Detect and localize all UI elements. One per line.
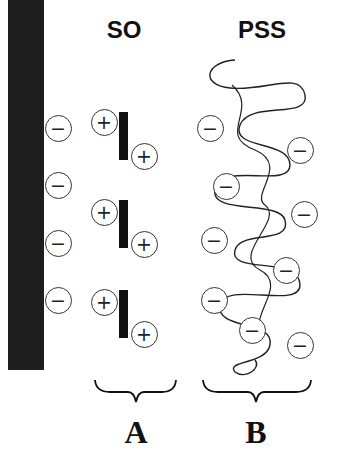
charge-sign: − <box>218 177 234 196</box>
charge-sign: − <box>244 321 260 340</box>
charge-sign: − <box>50 291 66 310</box>
so-molecule <box>119 112 128 160</box>
brace <box>95 380 176 402</box>
charge-sign: − <box>206 291 222 310</box>
column-heading: PSS <box>238 16 286 44</box>
charge-circle: − <box>201 227 228 254</box>
charge-circle: + <box>131 231 158 258</box>
charge-circle: − <box>213 173 240 200</box>
charge-circle: + <box>131 143 158 170</box>
charge-sign: + <box>96 203 112 222</box>
charge-circle: + <box>91 199 118 226</box>
brace <box>203 380 311 402</box>
charge-circle: − <box>45 115 72 142</box>
charge-circle: + <box>91 109 118 136</box>
charge-sign: + <box>96 113 112 132</box>
charge-sign: + <box>136 147 152 166</box>
charge-circle: − <box>291 201 318 228</box>
charge-circle: − <box>287 332 314 359</box>
charge-circle: − <box>45 230 72 257</box>
charge-circle: + <box>131 321 158 348</box>
charge-circle: − <box>287 137 314 164</box>
charge-sign: + <box>96 293 112 312</box>
pss-chain <box>232 85 271 330</box>
so-molecule <box>119 200 128 248</box>
charge-circle: − <box>239 317 266 344</box>
charge-sign: − <box>292 141 308 160</box>
charge-circle: + <box>91 289 118 316</box>
charge-circle: − <box>197 115 224 142</box>
so-molecule <box>119 290 128 338</box>
charge-sign: − <box>206 231 222 250</box>
part-label: A <box>124 414 147 451</box>
charge-sign: − <box>202 119 218 138</box>
charge-sign: − <box>278 261 294 280</box>
charge-circle: − <box>45 172 72 199</box>
charge-sign: − <box>50 119 66 138</box>
charge-sign: − <box>296 205 312 224</box>
charge-sign: − <box>50 176 66 195</box>
column-heading: SO <box>107 16 142 44</box>
charge-circle: − <box>273 257 300 284</box>
charge-sign: + <box>136 235 152 254</box>
charge-circle: − <box>45 287 72 314</box>
charge-sign: + <box>136 325 152 344</box>
part-label: B <box>245 414 266 451</box>
charge-circle: − <box>201 287 228 314</box>
charge-sign: − <box>292 336 308 355</box>
charge-sign: − <box>50 234 66 253</box>
substrate <box>8 0 44 370</box>
